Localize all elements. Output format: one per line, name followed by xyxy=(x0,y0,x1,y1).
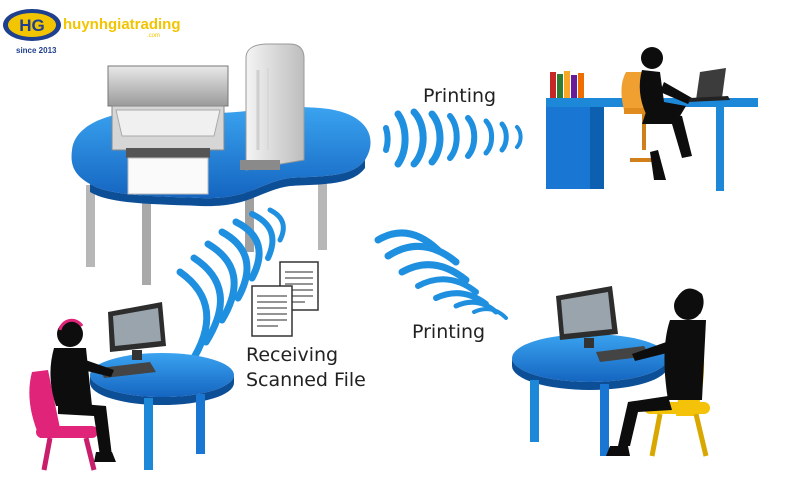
desk-leg xyxy=(142,195,151,285)
desk-leg xyxy=(600,384,609,456)
desk-leg xyxy=(318,180,327,250)
laptop-icon xyxy=(688,68,730,102)
wifi-wave-icon xyxy=(374,229,508,320)
computer-monitor-icon xyxy=(556,286,650,362)
brand-logo: HG huynhgiatrading .com since 2013 xyxy=(3,9,181,55)
label-receiving-line2: Scanned File xyxy=(246,369,366,391)
logo-name: huynhgiatrading xyxy=(63,16,181,33)
workstation-top-right xyxy=(546,47,758,191)
books-icon xyxy=(550,71,584,98)
desk-leg xyxy=(245,190,254,252)
wifi-wave-icon xyxy=(176,207,286,368)
desk-top xyxy=(90,353,234,397)
desk-leg xyxy=(530,380,539,442)
chair xyxy=(29,370,98,471)
scanned-document-icon xyxy=(251,261,319,337)
desk-leg xyxy=(716,107,724,191)
wireless-router-icon xyxy=(240,43,305,171)
logo-since: since 2013 xyxy=(16,46,57,55)
workstation-bottom-right xyxy=(512,286,710,457)
label-receiving-line1: Receiving xyxy=(246,344,338,366)
person-silhouette xyxy=(50,318,116,462)
desk-top xyxy=(512,334,668,382)
label-printing-bottom: Printing xyxy=(412,321,485,343)
printer-icon xyxy=(107,65,229,195)
computer-monitor-icon xyxy=(100,302,166,378)
desk-leg xyxy=(86,185,95,267)
logo-domain: .com xyxy=(147,33,160,39)
printer-station xyxy=(71,43,371,285)
workstation-bottom-left xyxy=(29,302,234,471)
person-silhouette xyxy=(606,288,706,456)
desk-leg xyxy=(144,398,153,470)
desk-leg xyxy=(196,394,205,454)
label-printing-top: Printing xyxy=(423,85,496,107)
wifi-wave-icon xyxy=(383,108,523,168)
logo-monogram: HG xyxy=(19,16,45,35)
person-silhouette xyxy=(639,47,692,180)
